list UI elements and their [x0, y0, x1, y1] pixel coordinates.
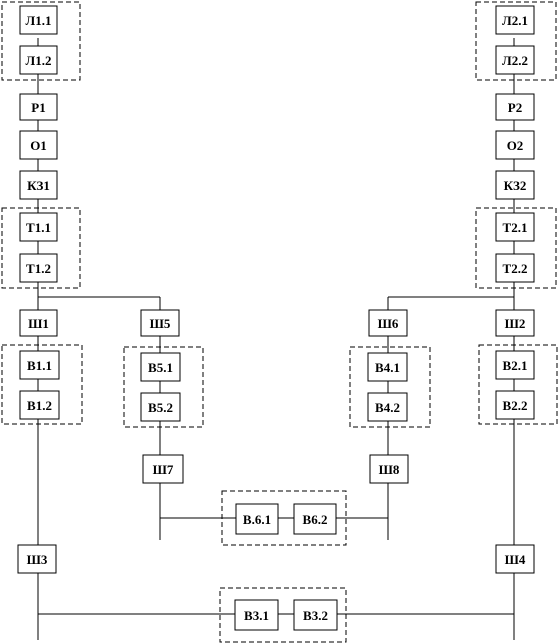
group-b2 [478, 344, 558, 425]
svg-text:Т1.2: Т1.2 [26, 261, 51, 276]
svg-text:Ш3: Ш3 [27, 552, 48, 567]
svg-text:Ш7: Ш7 [153, 462, 174, 477]
node-l2-1: Л2.1 [495, 5, 535, 35]
svg-text:КЗ1: КЗ1 [27, 178, 50, 193]
node-t2-1: Т2.1 [495, 212, 535, 242]
svg-text:Р2: Р2 [508, 100, 522, 115]
node-sh6: Ш6 [368, 309, 408, 337]
node-sh3: Ш3 [17, 544, 57, 574]
group-b3 [219, 587, 347, 643]
svg-text:В1.1: В1.1 [27, 358, 52, 373]
group-b6 [221, 490, 347, 546]
svg-text:Ш6: Ш6 [378, 316, 399, 331]
node-b2-2: В2.2 [495, 390, 535, 420]
svg-text:О2: О2 [507, 138, 524, 153]
node-b3-2: В3.2 [293, 599, 338, 631]
node-r1: Р1 [19, 93, 58, 121]
node-kz1: КЗ1 [19, 170, 58, 200]
node-b4-2: В4.2 [367, 392, 408, 422]
node-b3-1: В3.1 [234, 599, 279, 631]
node-o2: О2 [495, 130, 535, 160]
svg-text:Т1.1: Т1.1 [26, 220, 51, 235]
group-t1 [1, 207, 81, 289]
node-sh2: Ш2 [495, 309, 535, 337]
svg-text:Л2.1: Л2.1 [502, 13, 528, 28]
svg-text:В4.2: В4.2 [375, 400, 400, 415]
svg-text:В3.1: В3.1 [244, 608, 269, 623]
node-t2-2: Т2.2 [495, 253, 535, 283]
svg-text:В2.2: В2.2 [503, 398, 528, 413]
svg-text:Л1.2: Л1.2 [26, 53, 52, 68]
svg-text:Т2.1: Т2.1 [503, 220, 528, 235]
svg-text:В6.2: В6.2 [303, 512, 328, 527]
svg-text:КЗ2: КЗ2 [504, 178, 527, 193]
node-b1-2: В1.2 [19, 390, 60, 420]
node-b5-2: В5.2 [140, 392, 181, 422]
group-b1 [1, 344, 83, 425]
node-b2-1: В2.1 [495, 350, 535, 380]
node-b6-1: В.6.1 [235, 503, 279, 535]
wires [37, 38, 515, 640]
node-l2-2: Л2.2 [495, 45, 535, 75]
svg-text:Ш4: Ш4 [505, 552, 526, 567]
svg-text:В5.1: В5.1 [148, 360, 173, 375]
svg-text:В5.2: В5.2 [148, 400, 173, 415]
node-b5-1: В5.1 [140, 352, 181, 382]
svg-text:Т2.2: Т2.2 [503, 261, 528, 276]
group-l2 [475, 1, 557, 81]
svg-text:В.6.1: В.6.1 [243, 512, 271, 527]
node-o1: О1 [19, 130, 58, 160]
node-l1-1: Л1.1 [19, 5, 58, 35]
group-b4 [349, 346, 431, 428]
node-t1-2: Т1.2 [19, 253, 58, 283]
svg-text:В1.2: В1.2 [27, 398, 52, 413]
svg-text:Ш8: Ш8 [379, 462, 400, 477]
svg-text:В4.1: В4.1 [375, 360, 400, 375]
group-t2 [475, 207, 557, 289]
group-l1 [1, 1, 81, 81]
node-sh5: Ш5 [140, 309, 180, 337]
svg-text:О1: О1 [30, 138, 47, 153]
svg-text:Р1: Р1 [31, 100, 45, 115]
svg-text:Л2.2: Л2.2 [502, 53, 528, 68]
node-b4-1: В4.1 [367, 352, 408, 382]
svg-text:Л1.1: Л1.1 [26, 13, 52, 28]
svg-text:Ш5: Ш5 [150, 316, 171, 331]
node-r2: Р2 [495, 93, 535, 121]
svg-text:Ш1: Ш1 [28, 316, 49, 331]
node-sh7: Ш7 [142, 454, 184, 484]
node-sh4: Ш4 [495, 544, 535, 574]
node-sh8: Ш8 [369, 454, 409, 484]
node-sh1: Ш1 [19, 309, 58, 337]
node-t1-1: Т1.1 [19, 212, 58, 242]
node-l1-2: Л1.2 [19, 45, 58, 75]
svg-text:В3.2: В3.2 [303, 608, 328, 623]
svg-text:Ш2: Ш2 [505, 316, 526, 331]
node-kz2: КЗ2 [495, 170, 535, 200]
svg-text:В2.1: В2.1 [503, 358, 528, 373]
node-b1-1: В1.1 [19, 350, 60, 380]
node-b6-2: В6.2 [293, 503, 337, 535]
